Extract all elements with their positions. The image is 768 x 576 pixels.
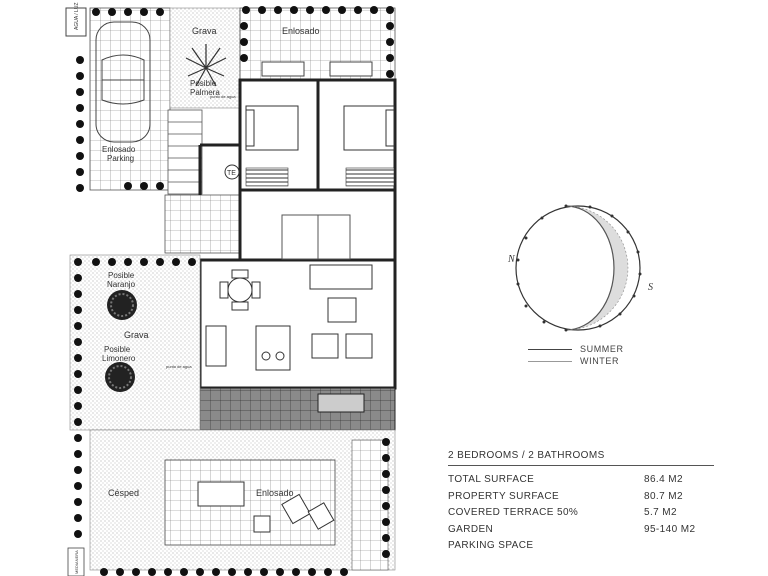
lemon-tree-label-line1: Posible [104,345,131,354]
spec-value: 95-140 M2 [644,523,696,535]
stairs [167,109,203,195]
car-icon [95,21,151,143]
spec-label: PARKING SPACE [448,540,534,552]
spec-value: 5.7 M2 [644,507,677,519]
sun-legend: SUMMER WINTER [528,343,624,367]
south-label: S [648,282,653,293]
parking-label-line1: Enlosado [102,145,136,154]
legend-winter-line [528,360,572,362]
sun-circle [515,205,641,331]
legend-winter-label: WINTER [580,356,620,366]
specs-title: 2 BEDROOMS / 2 BATHROOMS [448,450,714,466]
spec-row: GARDEN 95-140 M2 [448,522,714,539]
floor-plan: AGUA / LUZ Grava Posible Palmera Enlosad… [65,2,397,576]
spec-value: 86.4 M2 [644,474,683,485]
wardrobe [245,167,289,187]
palm-label-line1: Posible [190,79,217,88]
spec-value: 80.7 M2 [644,490,683,502]
spec-value [644,538,714,555]
lemon-tree-label: Posible Limonero [102,345,136,363]
north-label: N [507,254,516,265]
summer-arc [565,205,615,331]
palm-label-line2: Palmera [190,88,220,97]
spec-row: COVERED TERRACE 50% 5.7 M2 [448,505,714,522]
gravel-label-top: Grava [192,26,217,36]
spec-label: COVERED TERRACE 50% [448,507,579,519]
palm-tree-icon [185,44,227,87]
paved-label-top: Enlosado [282,26,320,36]
spec-row: PROPERTY SURFACE 80.7 M2 [448,489,714,506]
gravel-area-top [169,7,241,109]
parking-label: Enlosado Parking [102,145,138,163]
lemon-tree-label-line2: Limonero [102,354,136,363]
spec-label: PROPERTY SURFACE [448,490,560,502]
orange-tree-label: Posible Naranjo [107,271,136,289]
spec-label: GARDEN [448,523,494,535]
palm-label: Posible Palmera [190,79,220,97]
lawn-label: Césped [108,488,139,498]
parking-label-line2: Parking [107,154,134,163]
orange-tree-label-line2: Naranjo [107,280,136,289]
side-label: AGUA / LUZ [74,2,80,30]
gravel-area-mid [69,254,201,431]
spec-row: PARKING SPACE [448,538,714,555]
bottom-side-label: MEDIANERA [74,550,79,574]
orange-tree-label-line1: Posible [108,271,135,280]
spec-row: TOTAL SURFACE 86.4 M2 [448,472,714,489]
paved-entry [164,194,241,254]
water-heater [224,164,240,180]
dining-table [219,269,261,311]
legend-summer-line [528,348,572,350]
wardrobe [345,167,395,187]
paved-area-bottom [164,459,336,546]
side-strip [67,547,85,576]
winter-area [566,206,628,330]
spec-label: TOTAL SURFACE [448,474,535,485]
water-point-top: punto de agua [210,94,236,99]
legend-winter: WINTER [528,355,624,367]
bed-icon [245,105,395,151]
hedge [74,6,394,576]
kitchen-counter [205,325,227,367]
legend-summer: SUMMER [528,343,624,355]
parking-area [89,7,171,191]
living-furniture [309,264,373,359]
utility-strip [65,7,87,37]
gravel-label-mid: Grava [124,330,149,340]
paved-label-bottom: Enlosado [256,488,294,498]
legend-summer-label: SUMMER [580,344,624,354]
water-heater-label: TE [227,170,236,177]
winter-arc [565,205,629,331]
water-point-mid: punto de agua [166,364,192,369]
specs-table: 2 BEDROOMS / 2 BATHROOMS TOTAL SURFACE 8… [448,450,714,555]
